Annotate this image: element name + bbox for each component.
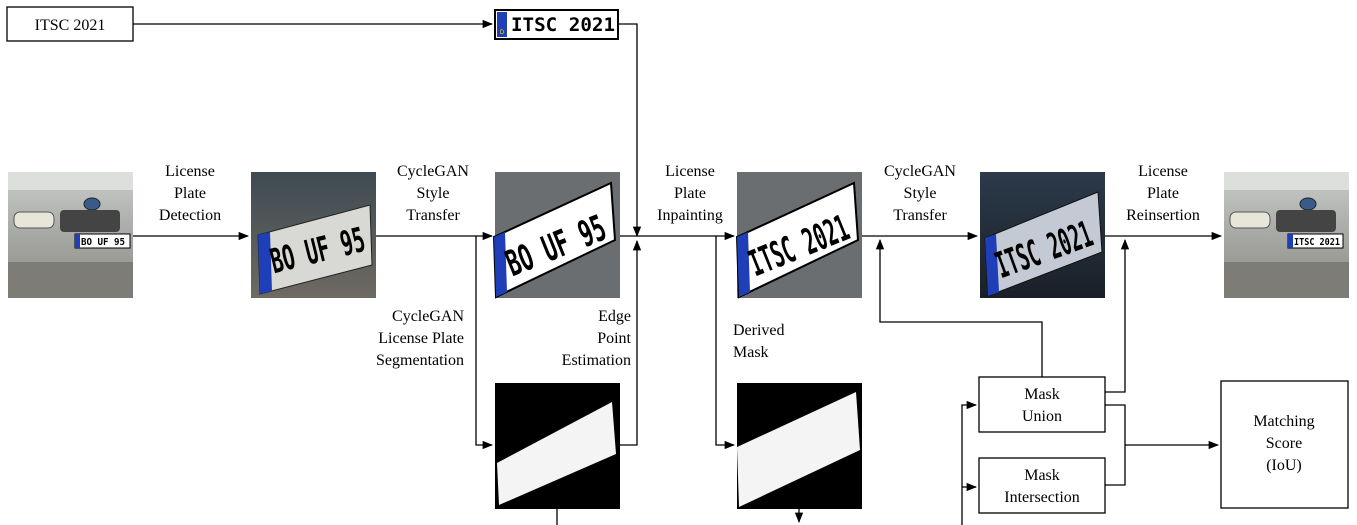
mask-union-box: Mask Union [978,376,1106,433]
label-reins-line3: Reinsertion [1126,207,1200,224]
label-inpaint-line2: Plate [674,185,706,202]
label-detection-line1: License [165,163,215,180]
arrow-derived-mask [715,236,736,450]
label-derived-mask: Derived Mask [733,322,785,361]
label-st1-line2: Style [417,185,450,202]
label-st2-line2: Style [904,185,937,202]
segmentation-mask-image [495,383,620,509]
original-car-image: BO UF 95 [8,172,133,298]
label-edge-line3: Estimation [562,352,631,369]
rendered-plate-image: D ITSC 2021 [494,9,619,40]
output-car-image: ITSC 2021 [1224,172,1349,298]
matching-score-box: Matching Score (IoU) [1220,380,1349,509]
input-text-box: ITSC 2021 [6,6,134,42]
connector-union-intersection [1105,404,1126,486]
label-segmentation: CycleGAN License Plate Segmentation [376,308,464,369]
cropped-plate-image: BO UF 95 [251,172,376,298]
matching-score-line3: (IoU) [1266,457,1302,474]
label-reinsertion: License Plate Reinsertion [1126,163,1200,224]
original-car-plate-text: BO UF 95 [81,237,125,248]
arrow-edge-estimation [620,239,642,446]
label-style-transfer-1: CycleGAN Style Transfer [397,163,469,224]
label-style-transfer-2: CycleGAN Style Transfer [884,163,956,224]
mask-intersection-line1: Mask [1024,467,1060,484]
mask-intersection-box: Mask Intersection [978,457,1106,514]
output-car-plate-text: ITSC 2021 [1294,237,1340,248]
matching-score-line2: Score [1266,435,1302,452]
mask-intersection-line2: Intersection [1004,489,1080,506]
label-detection-line2: Plate [174,185,206,202]
arrow-union-to-style-transfer [875,238,1043,377]
label-edge-line2: Point [597,330,631,347]
label-edge-line1: Edge [598,308,631,325]
rendered-plate-country: D [500,30,505,36]
label-derived-line1: Derived [733,322,785,339]
rendered-plate-text: ITSC 2021 [511,14,615,36]
arrow-render-to-inpainting [618,23,642,238]
arrow-segmentation [475,236,494,450]
label-reins-line2: Plate [1147,185,1179,202]
label-st2-line3: Transfer [893,207,947,224]
label-seg-line1: CycleGAN [392,308,464,325]
label-seg-line2: License Plate [378,330,464,347]
label-reins-line1: License [1138,163,1188,180]
label-derived-line2: Mask [733,344,769,361]
label-inpaint-line3: Inpainting [657,207,723,224]
label-inpainting: License Plate Inpainting [657,163,723,224]
label-st2-line1: CycleGAN [884,163,956,180]
label-detection-line3: Detection [159,207,221,224]
label-detection: License Plate Detection [159,163,221,224]
synthesized-plate-image: ITSC 2021 [980,172,1105,298]
label-st1-line3: Transfer [406,207,460,224]
arrow-into-union [961,400,978,525]
label-seg-line3: Segmentation [376,352,464,369]
label-st1-line1: CycleGAN [397,163,469,180]
inpainted-plate-image: ITSC 2021 [735,172,862,299]
arrow-union-to-reinsertion [1105,238,1130,393]
mask-union-line1: Mask [1024,386,1060,403]
label-inpaint-line1: License [665,163,715,180]
input-text-label: ITSC 2021 [35,17,106,34]
label-edge-point: Edge Point Estimation [562,308,632,369]
matching-score-line1: Matching [1253,413,1314,430]
derived-mask-image [737,383,862,509]
style-transferred-plate-image: BO UF 95 [492,172,620,299]
mask-union-line2: Union [1022,408,1062,425]
